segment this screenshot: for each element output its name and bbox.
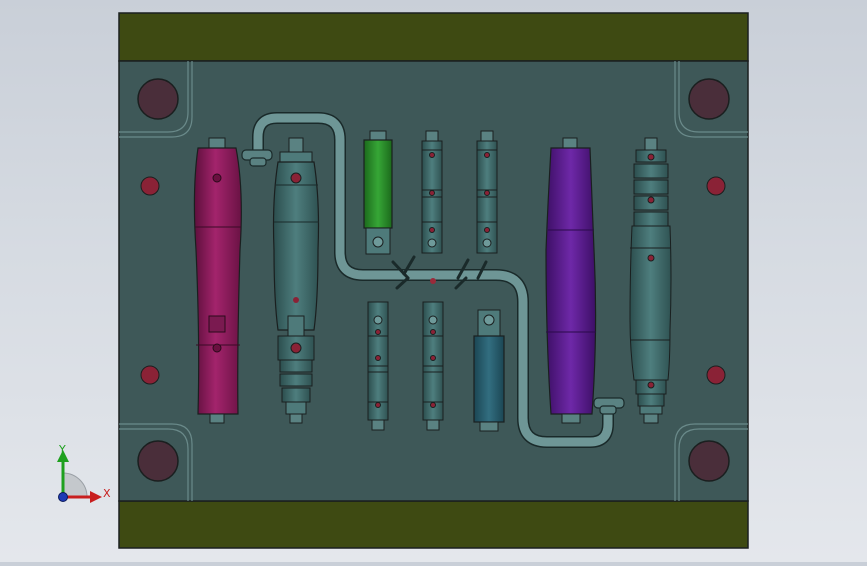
part-6-teal-body[interactable] — [629, 137, 672, 424]
coordinate-triad: Y X — [57, 443, 111, 503]
y-axis-label: Y — [58, 443, 66, 456]
corner-pockets — [119, 61, 748, 501]
guide-pillar-holes — [137, 78, 730, 482]
part-5-purple-body[interactable] — [545, 137, 597, 424]
part-2-teal-body[interactable] — [272, 137, 320, 424]
part-1-magenta-body[interactable] — [193, 137, 242, 424]
z-axis-origin — [58, 492, 68, 502]
part-3-green-body[interactable] — [363, 130, 393, 255]
bottom-clamp-plate[interactable] — [118, 500, 749, 549]
screw-holes — [140, 176, 726, 385]
runner-gates — [241, 149, 625, 415]
runner-system[interactable] — [252, 112, 614, 448]
part-lower-small-cylinders[interactable] — [367, 301, 444, 431]
part-4-blue-body[interactable] — [473, 309, 505, 432]
x-axis-label: X — [103, 487, 111, 500]
part-upper-small-cylinders[interactable] — [421, 130, 498, 254]
top-clamp-plate[interactable] — [118, 12, 749, 62]
